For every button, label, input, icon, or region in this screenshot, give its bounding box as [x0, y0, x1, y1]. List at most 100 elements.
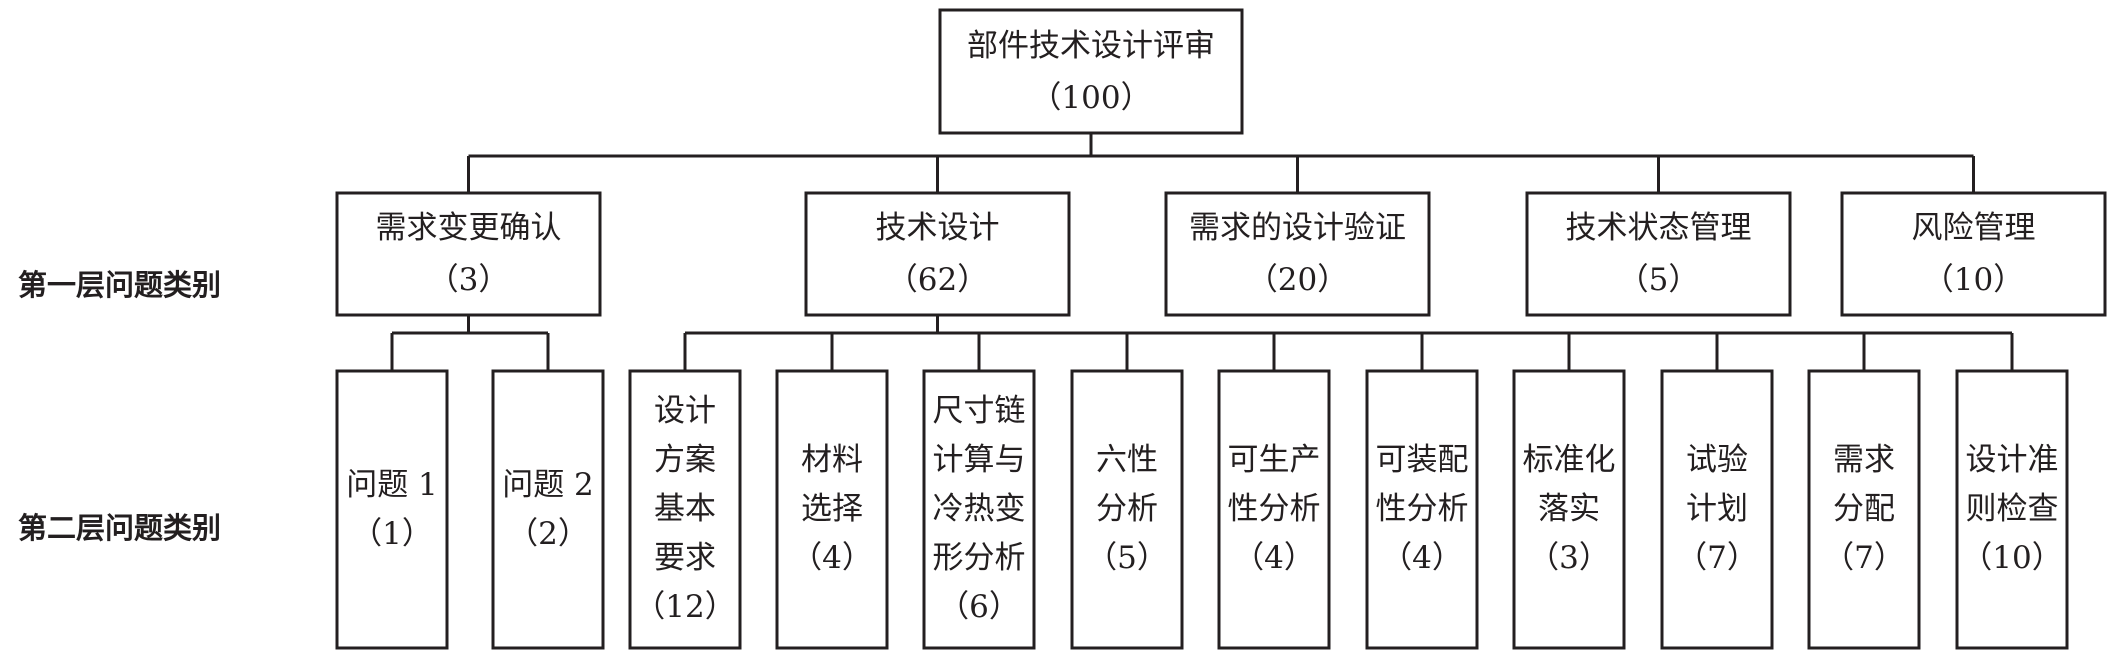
layer2-node-name-line: 设计 — [654, 393, 716, 429]
layer2-box — [1217, 369, 1331, 650]
layer1-box — [1525, 191, 1792, 317]
layer2-node-name-line: 试验 — [1686, 442, 1748, 478]
layer2-node-name-line: 尺寸链 — [932, 393, 1026, 429]
layer1-node-score: （5） — [1617, 262, 1700, 298]
layer1-node: 技术状态管理 （5） — [1527, 193, 1790, 315]
layer2-node-name-line: 性分析 — [1375, 491, 1469, 527]
layer2-node-score: （2） — [507, 515, 589, 552]
layer1-label: 第一层问题类别 — [18, 268, 222, 302]
layer2-node-name-line: 分配 — [1833, 491, 1895, 527]
layer2-box — [335, 369, 449, 650]
layer2-box — [1955, 369, 2069, 650]
layer2-node: 可生产性分析 （4） — [1219, 371, 1329, 648]
layer2-node: 问题 2 （2） — [493, 371, 603, 648]
layer2-node-name-line: 材料 — [801, 442, 863, 478]
layer1-node-name: 需求的设计验证 — [1189, 210, 1406, 246]
layer2-node-score: （7） — [1676, 540, 1758, 576]
layer1-node-name: 需求变更确认 — [375, 210, 562, 246]
layer2-node: 设计准则检查 （10） — [1957, 371, 2067, 648]
layer1-node-name: 技术设计 — [875, 210, 1000, 246]
layer2-node-name-line: 六性 — [1096, 442, 1158, 478]
layer2-node: 标准化落实 （3） — [1514, 371, 1624, 648]
layer2-box — [1070, 369, 1184, 650]
layer2-node-name-line: 形分析 — [932, 540, 1026, 576]
layer2-node-name-line: 要求 — [654, 540, 716, 576]
layer1-box — [335, 191, 602, 317]
layer2-node-name-line: 标准化 — [1522, 442, 1616, 478]
root-node: 部件技术设计评审 （100） — [940, 10, 1242, 133]
layer2-node: 材料选择 （4） — [777, 371, 887, 648]
layer2-node-name: 可生产性分析 — [1228, 436, 1321, 534]
layer2-node: 尺寸链计算与冷热变形分析 （6） — [924, 371, 1034, 648]
layer2-node-name: 标准化落实 — [1523, 436, 1616, 534]
layer2-node-name-line: 选择 — [801, 491, 863, 527]
layer1-box — [804, 191, 1071, 317]
layer2-box — [491, 369, 605, 650]
root-box — [938, 8, 1244, 135]
layer1-node-score: （62） — [886, 262, 989, 298]
layer2-node-name-line: 落实 — [1538, 491, 1600, 527]
layer2-node-score: （5） — [1086, 540, 1168, 576]
layer2-node-name-line: 问题 1 — [346, 466, 438, 503]
layer2-box — [628, 369, 742, 650]
layer2-node-score: （10） — [1961, 540, 2063, 576]
layer2-node-name: 材料选择 — [801, 436, 863, 534]
layer2-node-score: （6） — [938, 589, 1020, 625]
root-node-name: 部件技术设计评审 — [967, 27, 1215, 64]
layer2-node-name-line: 分析 — [1096, 491, 1158, 527]
layer2-node-name: 设计准则检查 — [1966, 436, 2059, 534]
layer2-box — [1365, 369, 1479, 650]
layer1-node-name: 风险管理 — [1911, 210, 2036, 246]
layer1-node-score: （20） — [1246, 262, 1349, 298]
layer2-node-name: 需求分配 — [1833, 436, 1895, 534]
layer2-node: 问题 1 （1） — [337, 371, 447, 648]
layer1-box — [1840, 191, 2107, 317]
layer2-node-name-line: 问题 2 — [502, 466, 594, 503]
layer1-node: 需求的设计验证 （20） — [1166, 193, 1429, 315]
layer2-node-score: （1） — [351, 515, 433, 552]
layer2-node-name: 尺寸链计算与冷热变形分析 — [933, 387, 1026, 583]
layer2-node-name-line: 设计准 — [1965, 442, 2059, 478]
layer2-node-score: （4） — [791, 540, 873, 576]
layer2-box — [775, 369, 889, 650]
layer2-node-name-line: 性分析 — [1227, 491, 1321, 527]
layer2-node-name: 六性分析 — [1096, 436, 1158, 534]
layer2-node-score: （12） — [634, 589, 736, 625]
layer2-box — [922, 369, 1036, 650]
layer2-label: 第二层问题类别 — [18, 511, 222, 545]
layer2-node-name: 问题 1 — [346, 461, 438, 510]
layer1-node: 技术设计 （62） — [806, 193, 1069, 315]
layer2-node: 设计方案基本要求 （12） — [630, 371, 740, 648]
root-node-score: （100） — [1030, 79, 1152, 116]
layer2-node-name-line: 可装配 — [1375, 442, 1469, 478]
layer2-box — [1660, 369, 1774, 650]
layer2-node-name-line: 计算与 — [932, 442, 1026, 478]
layer2-node: 需求分配 （7） — [1809, 371, 1919, 648]
layer2-node-score: （3） — [1528, 540, 1610, 576]
layer2-node-name: 可装配性分析 — [1376, 436, 1469, 534]
layer2-node-name-line: 计划 — [1686, 491, 1748, 527]
layer2-node-name-line: 基本 — [654, 491, 716, 527]
layer2-node-score: （4） — [1233, 540, 1315, 576]
layer1-node-name: 技术状态管理 — [1565, 210, 1752, 246]
layer2-box — [1807, 369, 1921, 650]
layer1-node-score: （3） — [427, 262, 510, 298]
layer2-node-name: 设计方案基本要求 — [654, 387, 716, 583]
layer2-node-score: （7） — [1823, 540, 1905, 576]
layer2-node: 试验计划 （7） — [1662, 371, 1772, 648]
layer2-node-name-line: 方案 — [654, 442, 716, 478]
layer2-node-name-line: 则检查 — [1965, 491, 2059, 527]
layer1-node: 需求变更确认 （3） — [337, 193, 600, 315]
layer1-box — [1164, 191, 1431, 317]
layer2-node-score: （4） — [1381, 540, 1463, 576]
layer2-node: 可装配性分析 （4） — [1367, 371, 1477, 648]
layer2-node-name-line: 可生产 — [1227, 442, 1321, 478]
layer2-node: 六性分析 （5） — [1072, 371, 1182, 648]
layer1-node: 风险管理（10） — [1842, 193, 2105, 315]
layer2-box — [1512, 369, 1626, 650]
layer2-node-name: 试验计划 — [1686, 436, 1748, 534]
layer2-node-name-line: 冷热变 — [932, 491, 1026, 527]
layer2-node-name-line: 需求 — [1833, 442, 1895, 478]
layer2-node-name: 问题 2 — [502, 461, 594, 510]
